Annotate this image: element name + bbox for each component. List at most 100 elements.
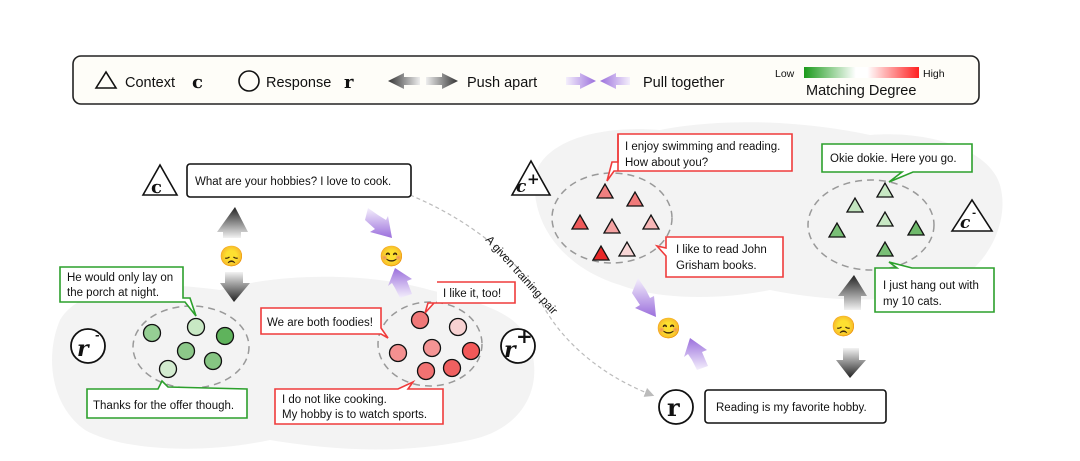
pull-arrow-down-icon bbox=[632, 278, 656, 317]
response-point bbox=[388, 343, 408, 363]
response-bubble-text: Reading is my favorite hobby. bbox=[716, 402, 867, 414]
response-circle-icon bbox=[658, 389, 694, 425]
matching-degree-gradient bbox=[804, 67, 919, 78]
legend-context-symbol: c bbox=[192, 72, 203, 93]
push-apart-arrows-right: 😞 bbox=[831, 275, 867, 378]
neg-context-bottom-line2: my 10 cats. bbox=[883, 296, 942, 308]
response-circle-icon bbox=[70, 328, 106, 364]
neg-context-bubble-top: Okie dokie. Here you go. bbox=[821, 143, 973, 183]
push-apart-arrows-left: 😞 bbox=[217, 207, 250, 302]
neg-response-top-line1: He would only lay on bbox=[67, 272, 173, 284]
context-point bbox=[875, 181, 895, 198]
legend-push-apart: Push apart bbox=[388, 73, 537, 91]
context-point bbox=[591, 244, 611, 261]
training-pair-connector bbox=[409, 194, 655, 397]
positive-contexts-cluster bbox=[551, 172, 673, 264]
circle-icon bbox=[238, 70, 260, 92]
neg-context-bubble-bottom: I just hang out with my 10 cats. bbox=[874, 261, 995, 313]
pos-response-bubble-left: We are both foodies! bbox=[260, 307, 389, 339]
context-point bbox=[617, 240, 637, 257]
push-arrow-up-icon bbox=[217, 207, 248, 238]
neg-context-top-text: Okie dokie. Here you go. bbox=[830, 153, 957, 165]
legend-pull-together: Pull together bbox=[566, 73, 725, 91]
cluster-boundary bbox=[551, 172, 673, 264]
context-triangle-icon bbox=[950, 198, 994, 232]
negative-contexts-cluster bbox=[807, 179, 935, 271]
context-point bbox=[641, 213, 661, 230]
context-point bbox=[827, 221, 847, 238]
neg-response-bubble-top: He would only lay on the porch at night. bbox=[59, 266, 197, 317]
training-pair-label: A given training pair bbox=[483, 234, 560, 317]
push-arrow-down-icon bbox=[836, 348, 866, 378]
legend-context: Context c bbox=[94, 70, 203, 93]
pos-context-right-line2: Grisham books. bbox=[676, 260, 757, 272]
pos-context-top-line2: How about you? bbox=[625, 157, 708, 169]
pull-arrow-up-icon bbox=[684, 338, 708, 370]
cluster-boundary bbox=[377, 301, 483, 387]
legend-push-apart-label: Push apart bbox=[467, 75, 537, 91]
pos-context-right-line1: I like to read John bbox=[676, 244, 767, 256]
pos-response-bubble-top: I like it, too! bbox=[424, 281, 516, 314]
context-point bbox=[845, 196, 865, 213]
gradient-title: Matching Degree bbox=[806, 83, 916, 99]
response-symbol: r bbox=[667, 393, 680, 422]
negative-context-symbol: c bbox=[960, 213, 971, 233]
positive-context-symbol: c bbox=[516, 177, 527, 197]
legend-pull-together-label: Pull together bbox=[643, 75, 725, 91]
neg-response-bottom-text: Thanks for the offer though. bbox=[93, 400, 234, 412]
legend-box bbox=[72, 55, 980, 105]
positive-response-sup: + bbox=[516, 324, 533, 348]
pos-response-left-text: We are both foodies! bbox=[267, 317, 373, 329]
response-point bbox=[461, 341, 481, 361]
positive-context-sup: + bbox=[527, 170, 540, 188]
context-point bbox=[595, 182, 615, 199]
response-point bbox=[215, 326, 235, 346]
pull-together-arrows-right: 😊 bbox=[632, 278, 708, 370]
cluster-boundary bbox=[807, 179, 935, 271]
negative-context-sup: - bbox=[972, 208, 976, 219]
response-circle-icon bbox=[500, 328, 536, 364]
context-point bbox=[875, 210, 895, 227]
negative-response-symbol: r bbox=[77, 336, 90, 362]
response-point bbox=[410, 310, 430, 330]
neg-response-top-line2: the porch at night. bbox=[67, 287, 159, 299]
response-point bbox=[416, 361, 436, 381]
pos-context-top-line1: I enjoy swimming and reading. bbox=[625, 141, 780, 153]
legend: Context c Response r Push apart Pull tog… bbox=[72, 55, 980, 105]
response-bubble: Reading is my favorite hobby. bbox=[704, 389, 887, 424]
legend-matching-degree: Low High Matching Degree bbox=[775, 67, 945, 99]
context-bubble: What are your hobbies? I love to cook. bbox=[186, 163, 412, 198]
pos-context-bubble-top: I enjoy swimming and reading. How about … bbox=[606, 133, 793, 182]
pull-arrow-down-icon bbox=[365, 208, 392, 238]
context-point bbox=[875, 240, 895, 257]
pull-together-arrows-left: 😊 bbox=[365, 208, 412, 298]
pull-arrow-up-icon bbox=[388, 268, 412, 298]
pos-response-bottom-line1: I do not like cooking. bbox=[282, 394, 387, 406]
negative-response-node: r - bbox=[70, 328, 106, 364]
response-point bbox=[186, 317, 206, 337]
positive-context-node: c + bbox=[510, 159, 552, 197]
context-point bbox=[906, 219, 926, 236]
context-symbol: c bbox=[151, 177, 162, 198]
response-point bbox=[203, 351, 223, 371]
response-point bbox=[448, 317, 468, 337]
triangle-icon bbox=[94, 70, 118, 89]
context-node: c bbox=[141, 163, 179, 198]
neg-context-bottom-line1: I just hang out with bbox=[883, 280, 979, 292]
context-point bbox=[570, 213, 590, 230]
context-bubble-text: What are your hobbies? I love to cook. bbox=[195, 176, 391, 188]
positive-responses-cluster bbox=[377, 301, 483, 387]
pos-response-bubble-bottom: I do not like cooking. My hobby is to wa… bbox=[274, 379, 444, 425]
push-arrow-down-icon bbox=[220, 272, 250, 302]
legend-response-symbol: r bbox=[344, 72, 354, 93]
response-point bbox=[158, 359, 178, 379]
gradient-low-label: Low bbox=[775, 68, 795, 80]
pos-context-bubble-right: I like to read John Grisham books. bbox=[654, 236, 784, 278]
positive-response-symbol: r bbox=[504, 337, 517, 363]
negative-context-node: c - bbox=[950, 198, 994, 233]
gradient-high-label: High bbox=[923, 68, 945, 80]
legend-response-label: Response bbox=[266, 75, 331, 91]
pos-response-top-text: I like it, too! bbox=[443, 288, 501, 300]
context-triangle-icon bbox=[510, 159, 552, 196]
